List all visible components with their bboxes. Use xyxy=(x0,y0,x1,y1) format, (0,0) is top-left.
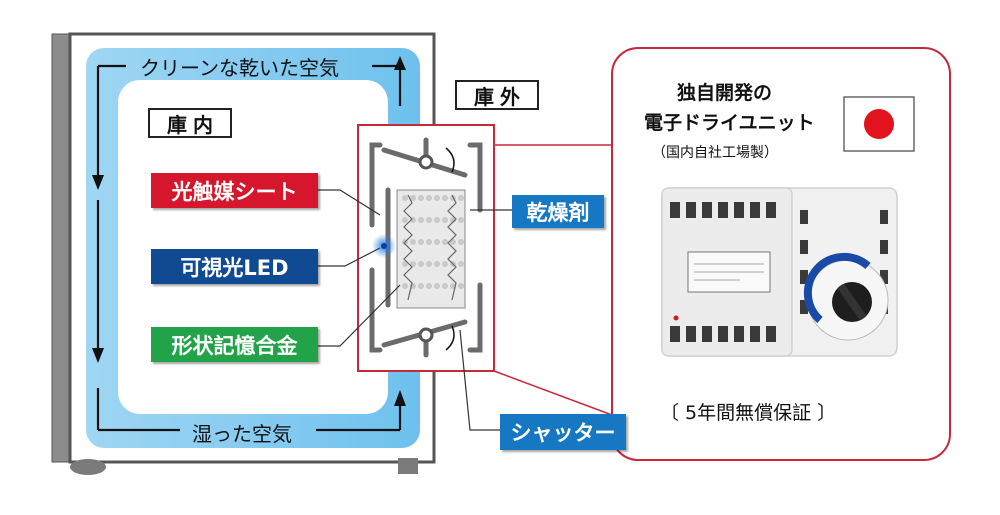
unit-title-line2: 電子ドライユニット xyxy=(644,112,815,134)
hinge-top xyxy=(418,154,434,170)
humid-air-label: 湿った空気 xyxy=(192,422,292,446)
leader-shape-memory xyxy=(318,284,401,347)
rotation-arrow-top xyxy=(445,147,455,173)
led-point xyxy=(381,243,387,249)
shutter-tag: シャッター xyxy=(500,414,626,450)
leader-photocatalyst xyxy=(318,189,381,216)
rotation-arrow-bottom xyxy=(445,325,455,351)
airflow-arrows xyxy=(92,56,406,432)
clean-dry-air-label: クリーンな乾いた空気 xyxy=(140,56,339,80)
shape-memory-alloy-tag: 形状記憶合金 xyxy=(151,327,318,362)
cabinet-foot-left xyxy=(70,459,106,475)
desiccant-block xyxy=(396,189,466,309)
photocatalyst-sheet-tag: 光触媒シート xyxy=(151,173,318,208)
leader-led xyxy=(318,247,381,267)
japan-flag-icon xyxy=(843,96,915,152)
unit-subtitle: （国内自社工場製） xyxy=(652,145,778,161)
outside-label: 庫外 xyxy=(455,80,539,110)
dry-unit-device xyxy=(661,187,898,357)
unit-title-line1: 独自開発の xyxy=(677,82,773,104)
desiccant-tag: 乾燥剤 xyxy=(512,195,604,228)
hinge-bottom xyxy=(418,327,434,343)
warranty-label: 〔 5年間無償保証 〕 xyxy=(660,402,837,424)
leader-shutter xyxy=(459,329,500,431)
connector-bottom xyxy=(493,370,613,416)
cabinet-foot-right xyxy=(398,458,418,474)
visible-led-tag: 可視光LED xyxy=(151,249,318,284)
inside-label: 庫内 xyxy=(148,108,232,138)
